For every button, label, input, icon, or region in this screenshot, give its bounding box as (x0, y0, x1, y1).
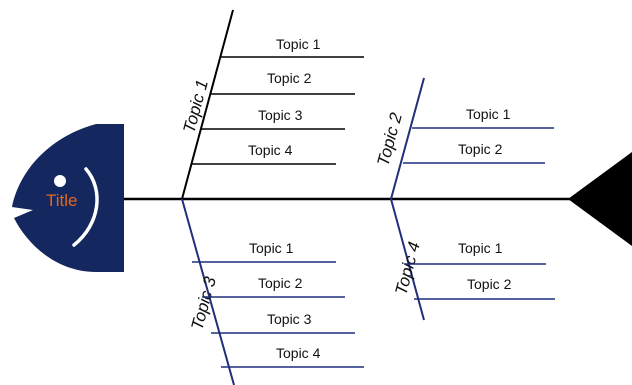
sub-branch-label: Topic 2 (258, 275, 303, 291)
sub-branch-label: Topic 2 (267, 70, 312, 86)
category-topic-3: Topic 3 Topic 1 Topic 2 Topic 3 Topic 4 (181, 198, 364, 385)
category-bone (181, 9, 234, 200)
category-label: Topic 3 (188, 274, 221, 332)
fish-gill-curve (72, 167, 99, 247)
category-bone (181, 198, 235, 385)
sub-branch-label: Topic 1 (466, 106, 511, 122)
sub-branch-label: Topic 1 (249, 240, 294, 256)
fish-eye (54, 175, 66, 187)
sub-branch-label: Topic 3 (267, 311, 312, 327)
sub-branch-label: Topic 4 (276, 345, 321, 361)
fish-tail (568, 152, 632, 246)
sub-branch-label: Topic 1 (458, 240, 503, 256)
sub-branch-label: Topic 2 (467, 276, 512, 292)
category-label: Topic 4 (392, 240, 424, 297)
fish-head-shape (12, 124, 124, 272)
category-topic-1: Topic 1 Topic 1 Topic 2 Topic 3 Topic 4 (180, 9, 364, 200)
diagram-title: Title (46, 191, 78, 210)
category-bone (390, 77, 425, 200)
sub-branch-label: Topic 1 (276, 36, 321, 52)
category-topic-2: Topic 2 Topic 1 Topic 2 (374, 77, 554, 200)
category-bone (390, 198, 425, 321)
sub-branch-label: Topic 3 (258, 107, 303, 123)
sub-branch-label: Topic 2 (458, 141, 503, 157)
category-topic-4: Topic 4 Topic 1 Topic 2 (390, 198, 555, 321)
fish-head: Title (12, 124, 124, 272)
sub-branch-label: Topic 4 (248, 142, 293, 158)
